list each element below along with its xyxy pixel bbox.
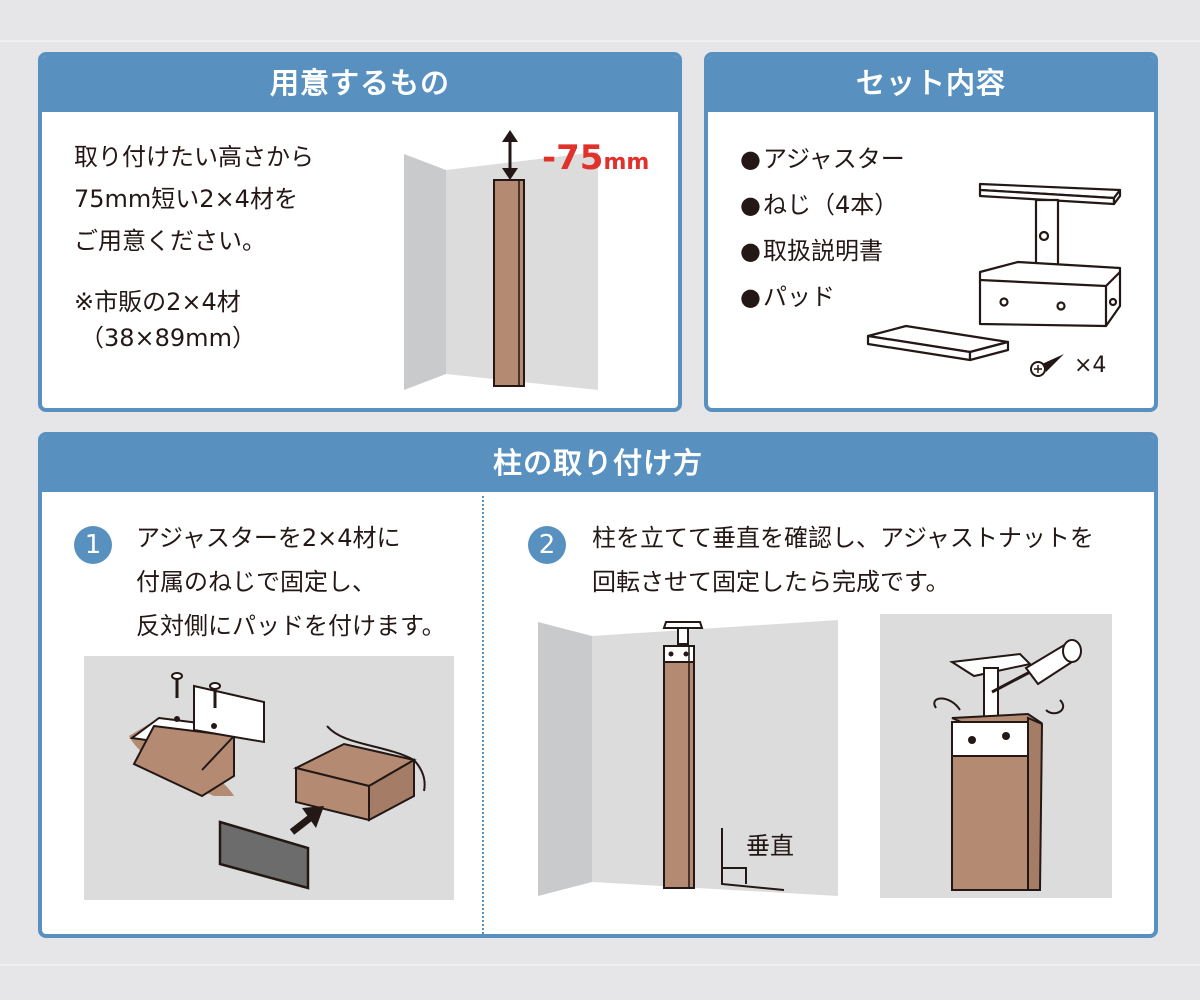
list-item: アジャスター	[740, 136, 905, 182]
dimension-value: -75	[542, 138, 604, 178]
step-2-post-illustration	[534, 612, 844, 902]
step-1-text: アジャスターを2×4材に 付属のねじで固定し、 反対側にパッドを付けます。	[136, 516, 446, 648]
dimension-label: -75mm	[542, 138, 649, 178]
step-2-text: 柱を立てて垂直を確認し、アジャストナットを 回転させて固定したら完成です。	[592, 516, 1094, 604]
screw-icon	[171, 672, 221, 708]
rotate-arrow-icon	[933, 697, 961, 711]
vertical-label: 垂直	[746, 832, 794, 860]
note-line: （38×89mm）	[80, 324, 256, 352]
step-2-badge: 2	[528, 526, 566, 564]
dimension-unit: mm	[603, 150, 650, 175]
bottom-divider-line	[0, 964, 1200, 966]
top-divider-line	[0, 40, 1200, 42]
note-line: ※市販の2×4材	[74, 288, 241, 316]
step-line: 回転させて固定したら完成です。	[592, 568, 950, 596]
wall-corner-with-post-illustration	[398, 124, 668, 394]
step-1-badge: 1	[74, 526, 112, 564]
prepare-line: ご用意ください。	[74, 227, 266, 255]
screw-count: ×4	[1030, 352, 1106, 378]
prepare-panel: 用意するもの 取り付けたい高さから 75mm短い2×4材を ご用意ください。 ※…	[38, 52, 682, 412]
installation-title: 柱の取り付け方	[42, 436, 1154, 492]
screw-icon	[1030, 354, 1064, 377]
arrow-icon	[289, 806, 324, 835]
prepare-note: ※市販の2×4材 （38×89mm）	[74, 284, 256, 356]
step-line: 反対側にパッドを付けます。	[136, 612, 446, 640]
set-contents-list: アジャスター ねじ（4本） 取扱説明書 パッド	[740, 136, 905, 320]
prepare-panel-title: 用意するもの	[42, 56, 678, 112]
step-2-adjuster-illustration	[880, 614, 1112, 898]
prepare-instructions: 取り付けたい高さから 75mm短い2×4材を ご用意ください。	[74, 136, 314, 262]
step-line: アジャスターを2×4材に	[136, 524, 401, 552]
step-1-illustration	[84, 656, 454, 900]
adjuster-parts-illustration	[858, 176, 1154, 396]
rotate-arrow-icon	[1045, 699, 1065, 715]
prepare-line: 取り付けたい高さから	[74, 143, 314, 171]
screw-count-label: ×4	[1074, 352, 1107, 378]
installation-panel: 柱の取り付け方 1 アジャスターを2×4材に 付属のねじで固定し、 反対側にパッ…	[38, 432, 1158, 938]
double-arrow-icon	[502, 130, 518, 180]
set-contents-panel: セット内容 アジャスター ねじ（4本） 取扱説明書 パッド	[704, 52, 1158, 412]
screwdriver-icon	[991, 639, 1082, 694]
step-divider	[482, 496, 484, 934]
set-contents-title: セット内容	[708, 56, 1154, 112]
step-line: 付属のねじで固定し、	[136, 568, 376, 596]
list-item: 取扱説明書	[740, 228, 905, 274]
prepare-line: 75mm短い2×4材を	[74, 185, 298, 213]
list-item: パッド	[740, 274, 905, 320]
step-line: 柱を立てて垂直を確認し、アジャストナットを	[592, 524, 1094, 552]
list-item: ねじ（4本）	[740, 182, 905, 228]
